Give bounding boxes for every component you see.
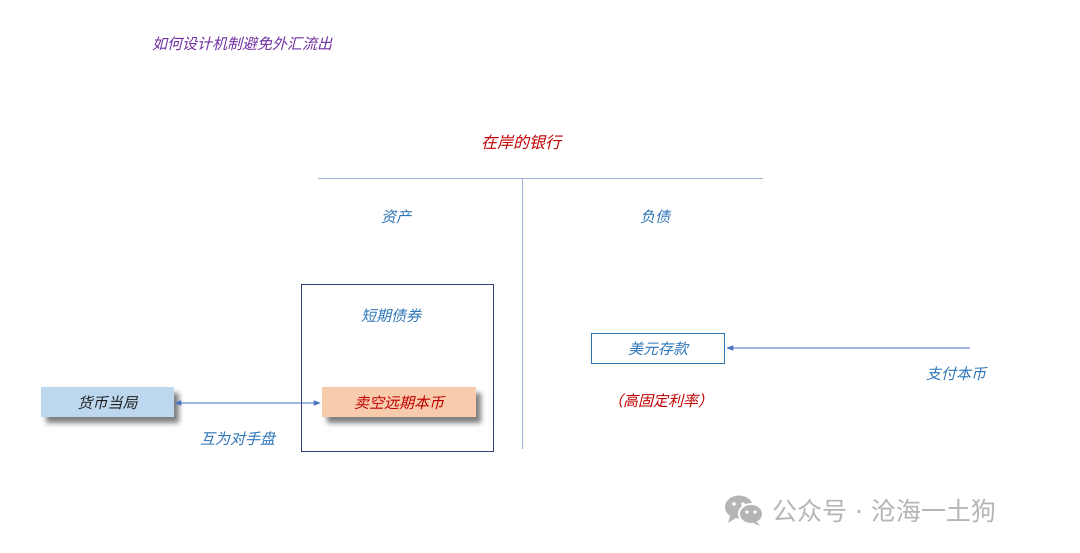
pay-local-currency-label: 支付本币 bbox=[926, 365, 987, 383]
watermark: 公众号 · 沧海一土狗 bbox=[724, 490, 996, 530]
watermark-text: 公众号 · 沧海一土狗 bbox=[772, 497, 996, 526]
fixed-rate-label: （高固定利率） bbox=[608, 392, 714, 410]
sell-forward-box: 卖空远期本币 bbox=[322, 387, 476, 417]
short-term-bond-box bbox=[301, 284, 494, 452]
assets-label: 资产 bbox=[381, 208, 412, 226]
slide-title: 如何设计机制避免外汇流出 bbox=[152, 35, 333, 53]
bank-title: 在岸的银行 bbox=[481, 133, 562, 152]
usd-deposit-box: 美元存款 bbox=[591, 333, 725, 364]
liabilities-label: 负债 bbox=[640, 208, 671, 226]
wechat-icon bbox=[725, 495, 764, 526]
counterparty-label: 互为对手盘 bbox=[200, 430, 276, 448]
short-term-bond-label: 短期债券 bbox=[361, 307, 422, 325]
t-account-horizontal-line bbox=[318, 178, 763, 179]
central-bank-box: 货币当局 bbox=[41, 387, 174, 417]
t-account-vertical-line bbox=[522, 179, 523, 449]
